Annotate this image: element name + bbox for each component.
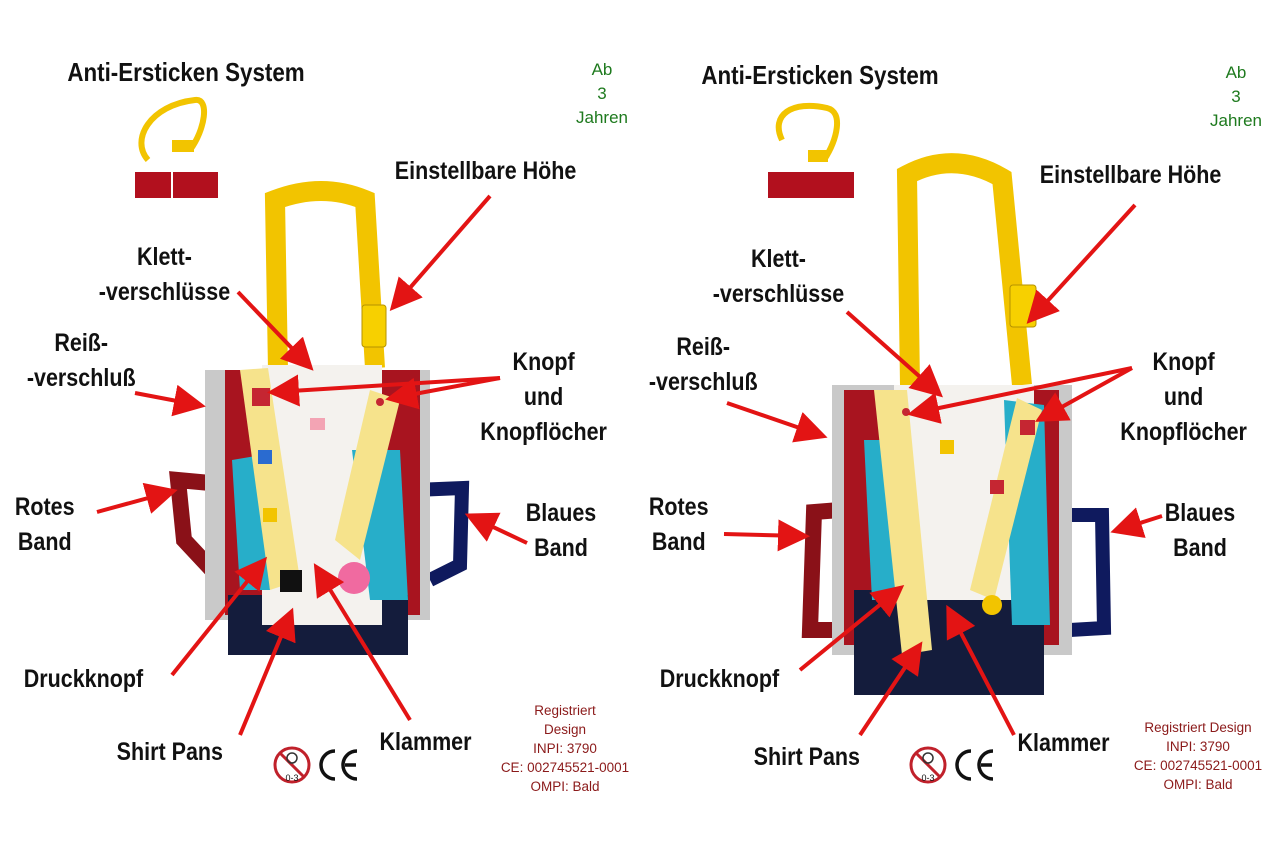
age-badge-text: 0-3 [285,773,298,783]
blue-band-left [414,480,470,587]
age-note: Ab 3 Jahren [576,60,628,127]
label-zipper: Reiß- -verschluß [26,329,136,392]
thumbnail-strap [768,102,854,198]
registration-info: Registriert Design INPI: 3790 CE: 002745… [1133,720,1263,792]
label-shirt: Shirt Pans [116,738,224,766]
ce-mark-icon [955,749,994,781]
label-zipper: Reiß- -verschluß [648,333,758,396]
label-shirt: Shirt Pans [753,743,861,771]
left-panel: 0-3 Anti-Ersticken System Ab 3 Jahren Ei… [14,57,630,794]
label-velcro: Klett- -verschlüsse [98,243,231,306]
system-title: Anti-Ersticken System [67,57,305,87]
age-note: Ab 3 Jahren [1210,63,1262,130]
vest-illustration-right: 0-3 [723,102,1163,784]
yellow-strap [264,181,385,371]
blue-band-right [1062,508,1112,637]
label-snap: Druckknopf [23,665,144,693]
label-red-band: Rotes Band [14,493,75,556]
pointer-arrows-right [723,203,1163,737]
label-blue-band: Blaues Band [1164,499,1236,562]
pointer-arrows-left [96,194,528,736]
right-panel: 0-3 Anti-Ersticken System Ab 3 Jahren Ei… [632,0,1264,848]
yellow-strap [896,153,1032,386]
label-height: Einstellbare Höhe [1039,161,1222,189]
thumbnail-strap [135,97,218,198]
label-clip: Klammer [1017,729,1110,757]
label-buttons: Knopf und Knopflöcher [480,348,607,446]
label-blue-band: Blaues Band [525,499,597,562]
age-warning-icon [273,746,311,784]
age-warning-icon [909,746,947,784]
label-snap: Druckknopf [659,665,780,693]
system-title: Anti-Ersticken System [701,60,939,90]
label-red-band: Rotes Band [648,493,709,556]
age-badge-text: 0-3 [921,773,934,783]
vest-illustration-left: 0-3 [96,97,528,784]
registration-info: Registriert Design INPI: 3790 CE: 002745… [500,703,630,794]
label-clip: Klammer [379,728,472,756]
label-height: Einstellbare Höhe [394,157,577,185]
ce-mark-icon [319,749,358,781]
label-buttons: Knopf und Knopflöcher [1120,348,1247,446]
label-velcro: Klett- -verschlüsse [712,245,845,308]
